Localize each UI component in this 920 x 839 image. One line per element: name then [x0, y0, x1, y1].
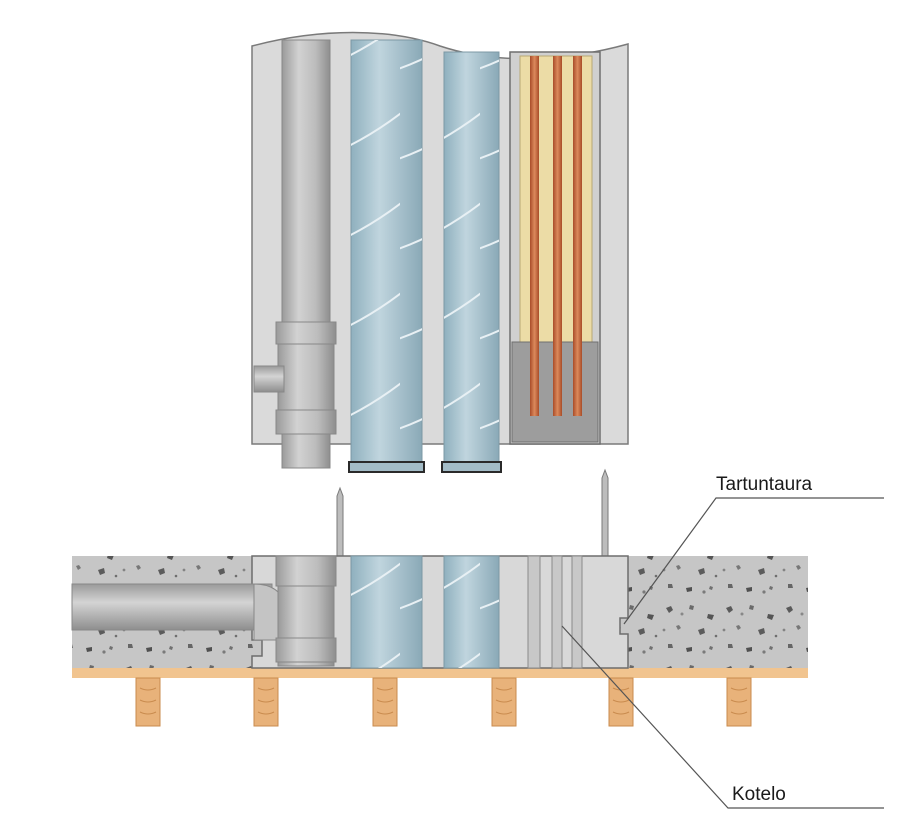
joist — [608, 677, 634, 727]
leader-tartuntaura — [623, 497, 884, 625]
joist — [372, 677, 398, 727]
floor-slab — [71, 555, 808, 678]
heating-pipe-compartment — [509, 51, 601, 445]
copper-pipe-3 — [573, 56, 582, 416]
vent-duct-1-upper — [348, 39, 425, 473]
vent-duct-2-upper — [441, 51, 502, 473]
formwork-board — [72, 668, 808, 678]
label-kotelo: Kotelo — [732, 784, 786, 805]
copper-pipe-1 — [530, 56, 539, 416]
heating-compartment-slab — [527, 555, 583, 669]
joist — [253, 677, 279, 727]
vent-duct-1-slab — [350, 555, 423, 669]
drain-tee-fitting — [275, 555, 337, 667]
prefab-shaft-module — [251, 31, 629, 473]
anchor-rods — [336, 468, 609, 559]
copper-pipe-2 — [553, 56, 562, 416]
leader-lines — [561, 497, 884, 809]
timber-joists — [135, 677, 752, 727]
joist — [135, 677, 161, 727]
label-tartuntaura: Tartuntaura — [716, 474, 813, 495]
vent-duct-2-slab — [443, 555, 500, 669]
drain-pipe-upper — [253, 39, 337, 469]
leader-kotelo — [561, 625, 884, 809]
joist — [726, 677, 752, 727]
joist — [491, 677, 517, 727]
